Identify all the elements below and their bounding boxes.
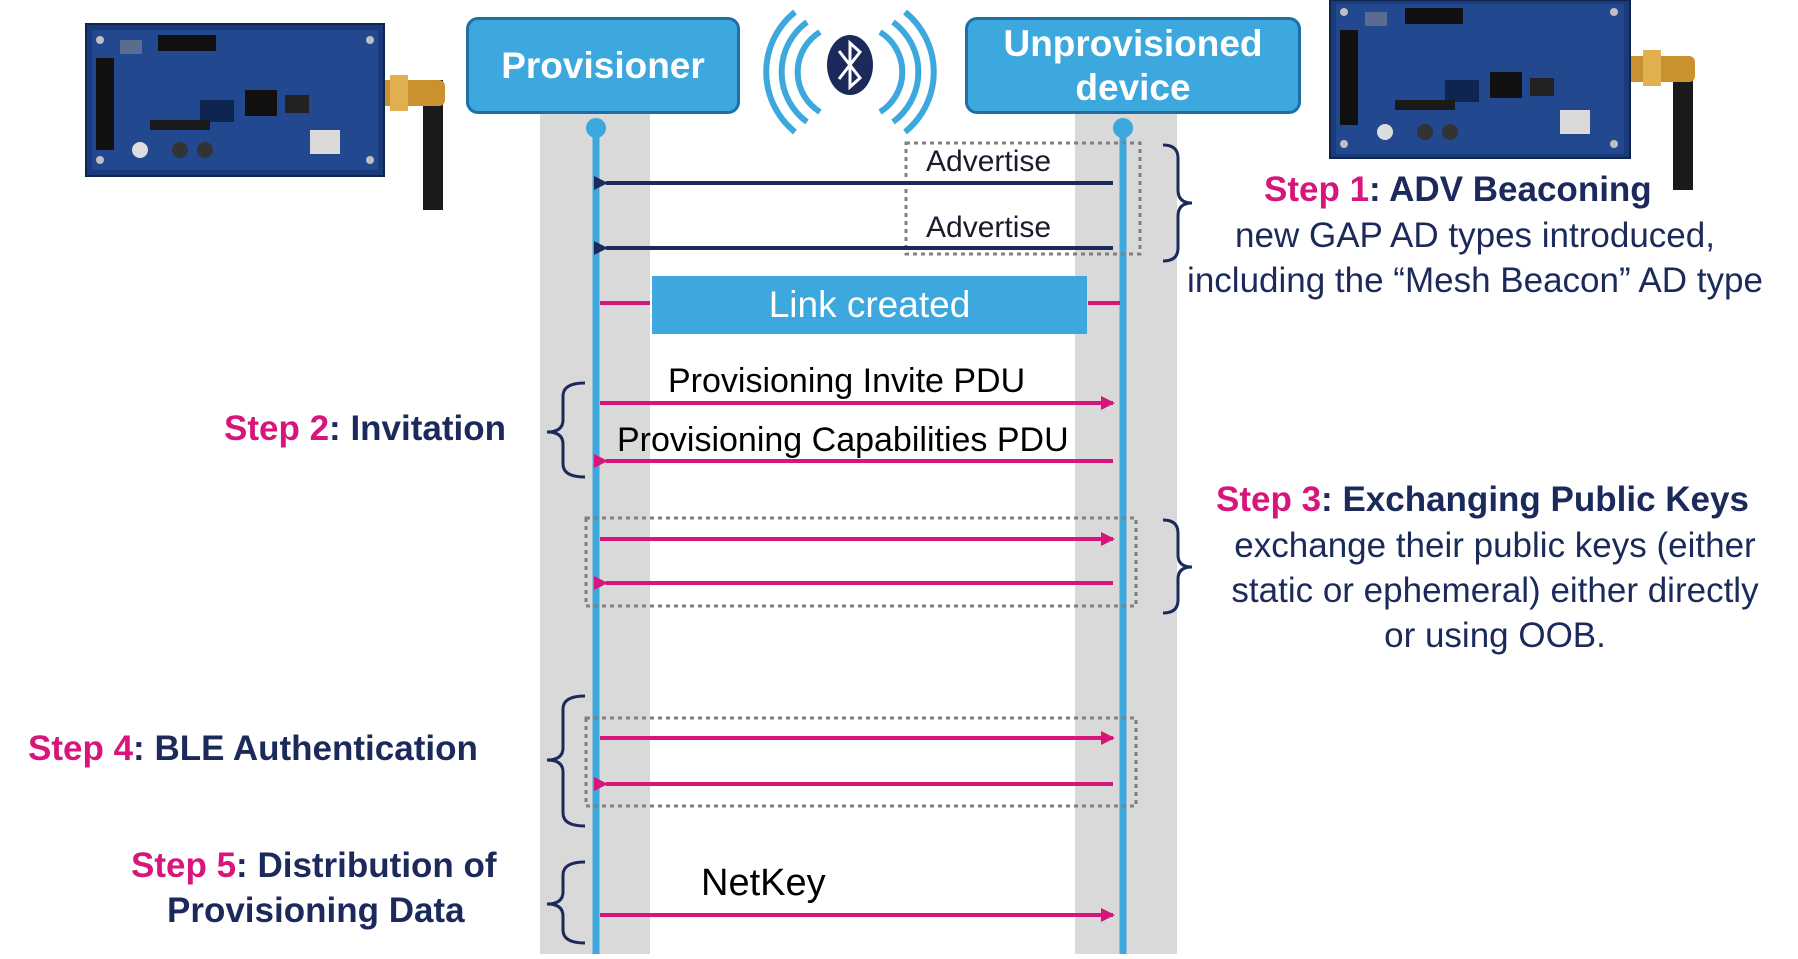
step5-number: Step 5 <box>131 846 237 885</box>
advertise-label-2: Advertise <box>926 211 1052 244</box>
step3-separator: : <box>1321 480 1343 519</box>
left-development-board <box>85 23 445 210</box>
step2-name: Invitation <box>350 409 506 448</box>
step2-title: Step 2: Invitation <box>224 409 506 449</box>
step1-brace <box>1162 143 1193 263</box>
step1-number: Step 1 <box>1264 170 1370 209</box>
step5-title-line2: Provisioning Data <box>167 891 465 931</box>
right-development-board <box>1329 0 1695 190</box>
step5-title: Step 5: Distribution of <box>131 846 497 886</box>
step3-brace <box>1162 518 1193 615</box>
step1-desc-line2: including the “Mesh Beacon” AD type <box>1187 261 1763 300</box>
provisioner-label: Provisioner <box>501 44 705 86</box>
step1-description: new GAP AD types introduced, including t… <box>1160 213 1790 303</box>
step3-desc-line3: or using OOB. <box>1384 616 1606 655</box>
step1-separator: : <box>1369 170 1390 209</box>
provisioner-header: Provisioner <box>466 17 740 114</box>
unprovisioned-device-label: Unprovisioned device <box>1003 22 1263 108</box>
step4-brace <box>546 694 586 828</box>
step5-name: Distribution of <box>257 846 497 885</box>
step2-number: Step 2 <box>224 409 330 448</box>
advertise-label-1: Advertise <box>926 145 1052 178</box>
step5-name-line2: Provisioning Data <box>167 891 465 930</box>
step3-title: Step 3: Exchanging Public Keys <box>1216 480 1749 520</box>
capabilities-label: Provisioning Capabilities PDU <box>617 421 1069 459</box>
step5-brace <box>546 860 586 945</box>
step4-title: Step 4: BLE Authentication <box>28 729 478 769</box>
unprovisioned-device-header: Unprovisioned device <box>965 17 1301 114</box>
step3-desc-line2: static or ephemeral) either directly <box>1231 571 1759 610</box>
step1-desc-line1: new GAP AD types introduced, <box>1235 216 1715 255</box>
step4-number: Step 4 <box>28 729 134 768</box>
step3-name: Exchanging Public Keys <box>1342 480 1749 519</box>
invite-label: Provisioning Invite PDU <box>668 362 1026 400</box>
step4-separator: : <box>133 729 155 768</box>
step3-number: Step 3 <box>1216 480 1322 519</box>
link-created-label: Link created <box>768 284 971 325</box>
step2-separator: : <box>329 409 351 448</box>
public-keys-dotted-box <box>584 516 1138 608</box>
step5-separator: : <box>236 846 258 885</box>
provisioner-lifeline-dot <box>586 118 606 138</box>
device-lifeline-dot <box>1113 118 1133 138</box>
netkey-label: NetKey <box>701 862 826 904</box>
advertise-dotted-box <box>904 141 1142 256</box>
link-created-box: Link created <box>652 276 1087 334</box>
step1-title: Step 1: ADV Beaconing <box>1264 170 1652 210</box>
authentication-dotted-box <box>584 716 1138 808</box>
step2-brace <box>546 381 586 479</box>
step1-name: ADV Beaconing <box>1389 170 1652 209</box>
step3-description: exchange their public keys (either stati… <box>1200 523 1790 658</box>
bluetooth-icon <box>763 9 937 135</box>
step4-name: BLE Authentication <box>154 729 478 768</box>
step3-desc-line1: exchange their public keys (either <box>1234 526 1756 565</box>
